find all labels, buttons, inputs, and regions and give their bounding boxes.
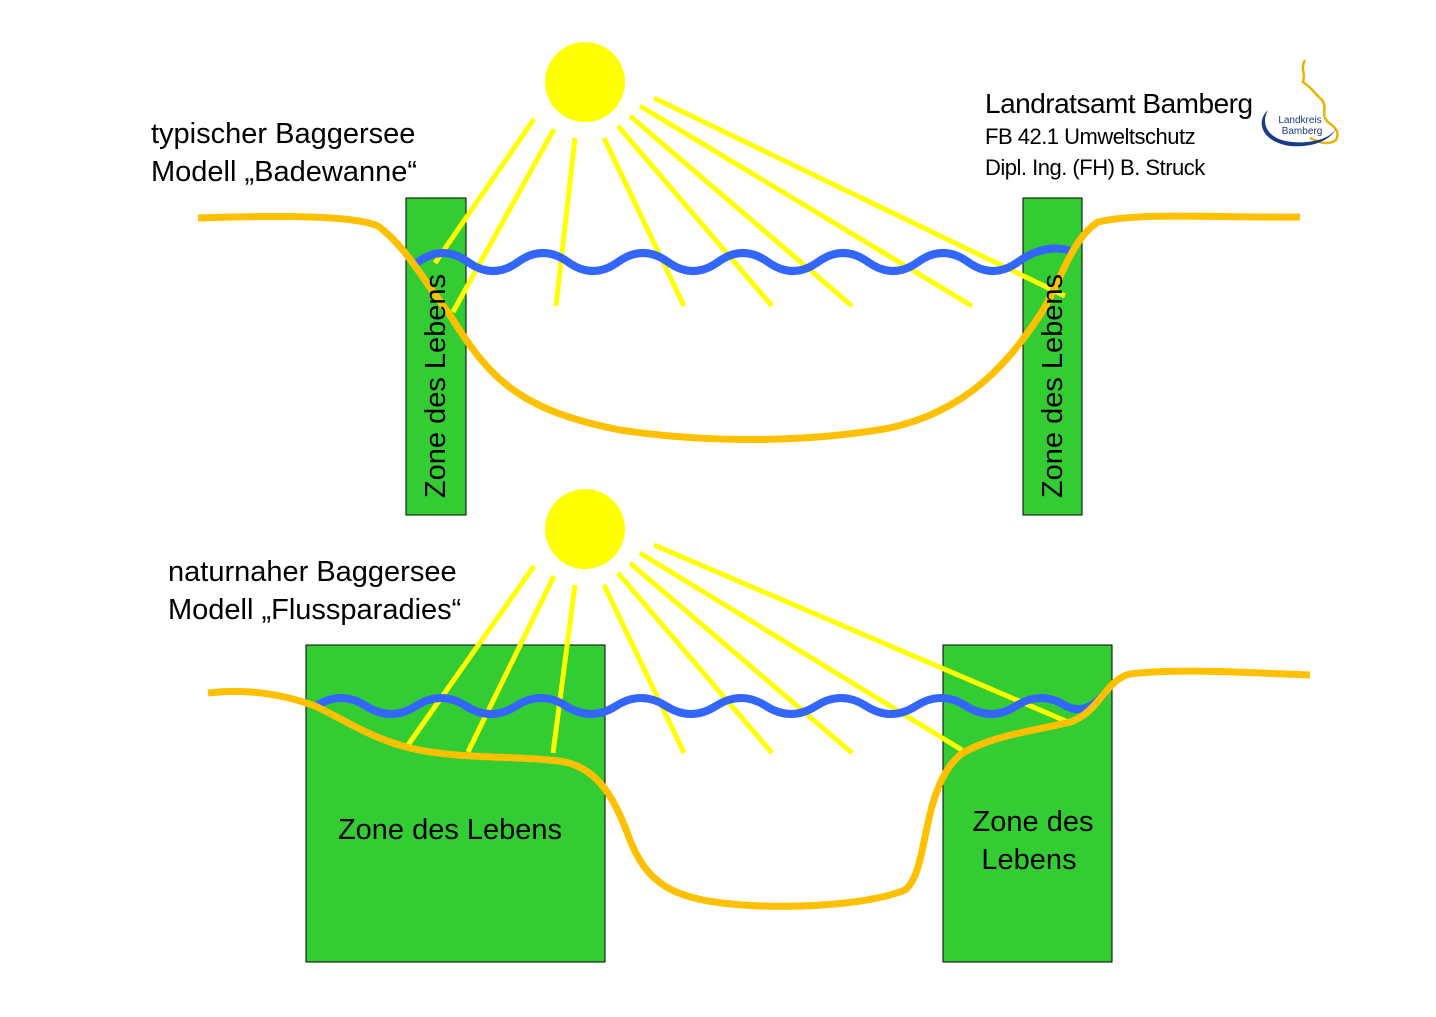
sun-ray: [601, 136, 687, 308]
logo-text-line1: Landkreis: [1278, 115, 1321, 126]
bottom-model: Zone des Lebens Zone des Lebens: [207, 489, 1311, 963]
authority-block: Landratsamt Bamberg FB 42.1 Umweltschutz…: [985, 86, 1253, 183]
bottom-ground-profile: [207, 667, 1311, 910]
authority-department: FB 42.1 Umweltschutz: [985, 124, 1196, 149]
bottom-model-title: naturnaher Baggersee Modell „Flussparadi…: [168, 553, 461, 629]
authority-person: Dipl. Ing. (FH) B. Struck: [985, 155, 1205, 180]
bottom-right-zone-label-line1: Zone des: [973, 806, 1094, 838]
sun-ray: [405, 564, 537, 747]
sun-ray: [638, 103, 974, 309]
landkreis-bamberg-logo: Landkreis Bamberg: [1261, 59, 1339, 147]
bottom-sun-rays: [405, 542, 1069, 755]
bottom-right-zone-label-line2: Lebens: [981, 844, 1076, 876]
district-outline-icon: [1301, 59, 1339, 145]
sun-ray: [638, 550, 964, 753]
top-model-title-line1: typischer Baggersee: [151, 118, 416, 150]
sun-ray: [616, 124, 774, 308]
bottom-sun-icon: [545, 489, 625, 569]
logo-text-line2: Bamberg: [1282, 126, 1323, 137]
sun-ray: [628, 114, 854, 308]
sun-ray: [652, 95, 1067, 299]
bottom-model-title-line1: naturnaher Baggersee: [168, 556, 457, 588]
top-ground-profile: [197, 212, 1301, 443]
authority-name: Landratsamt Bamberg: [985, 88, 1253, 119]
top-water-surface: [414, 244, 1072, 275]
sun-ray: [553, 137, 578, 307]
sun-ray: [550, 584, 578, 754]
sun-ray: [653, 542, 1069, 725]
sun-ray: [450, 127, 557, 314]
top-sun-icon: [545, 42, 625, 122]
sun-ray: [432, 117, 537, 265]
sun-ray: [628, 561, 854, 755]
top-model: Zone des Lebens Zone des Lebens: [197, 42, 1301, 516]
bottom-right-life-zone: [942, 644, 1113, 963]
top-right-zone-label: Zone des Lebens: [1037, 274, 1069, 498]
sun-ray: [465, 574, 557, 754]
top-sun-rays: [432, 95, 1067, 314]
top-model-title-line2: Modell „Badewanne“: [151, 156, 417, 188]
top-model-title: typischer Baggersee Modell „Badewanne“: [151, 115, 417, 191]
top-left-zone-label: Zone des Lebens: [420, 274, 452, 498]
sun-ray: [601, 583, 687, 755]
bottom-left-zone-label: Zone des Lebens: [338, 814, 562, 846]
bottom-water-surface: [312, 690, 1108, 718]
sun-ray: [616, 571, 774, 755]
bottom-model-title-line2: Modell „Flussparadies“: [168, 594, 462, 626]
